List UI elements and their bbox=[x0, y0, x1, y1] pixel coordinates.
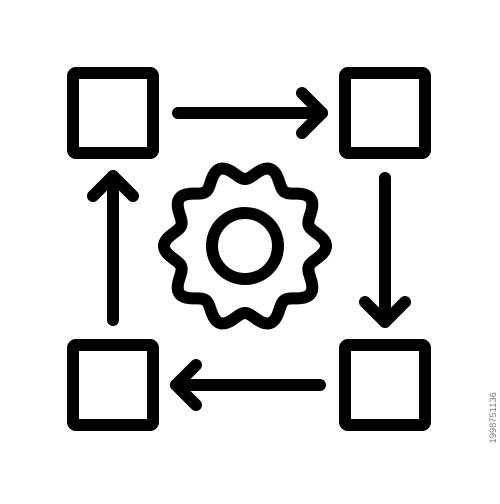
top-right-square bbox=[339, 67, 431, 159]
gear-hub bbox=[206, 207, 284, 285]
gear-icon bbox=[158, 162, 332, 330]
arrow-right-icon bbox=[172, 87, 328, 139]
arrow-down-icon bbox=[359, 172, 411, 328]
arrow-up-icon bbox=[87, 170, 139, 326]
bottom-left-square bbox=[67, 339, 159, 431]
arrow-left-icon bbox=[170, 359, 326, 411]
stock-id-watermark: 1998751136 bbox=[488, 392, 498, 444]
top-left-square bbox=[67, 67, 159, 159]
bottom-right-square bbox=[339, 339, 431, 431]
